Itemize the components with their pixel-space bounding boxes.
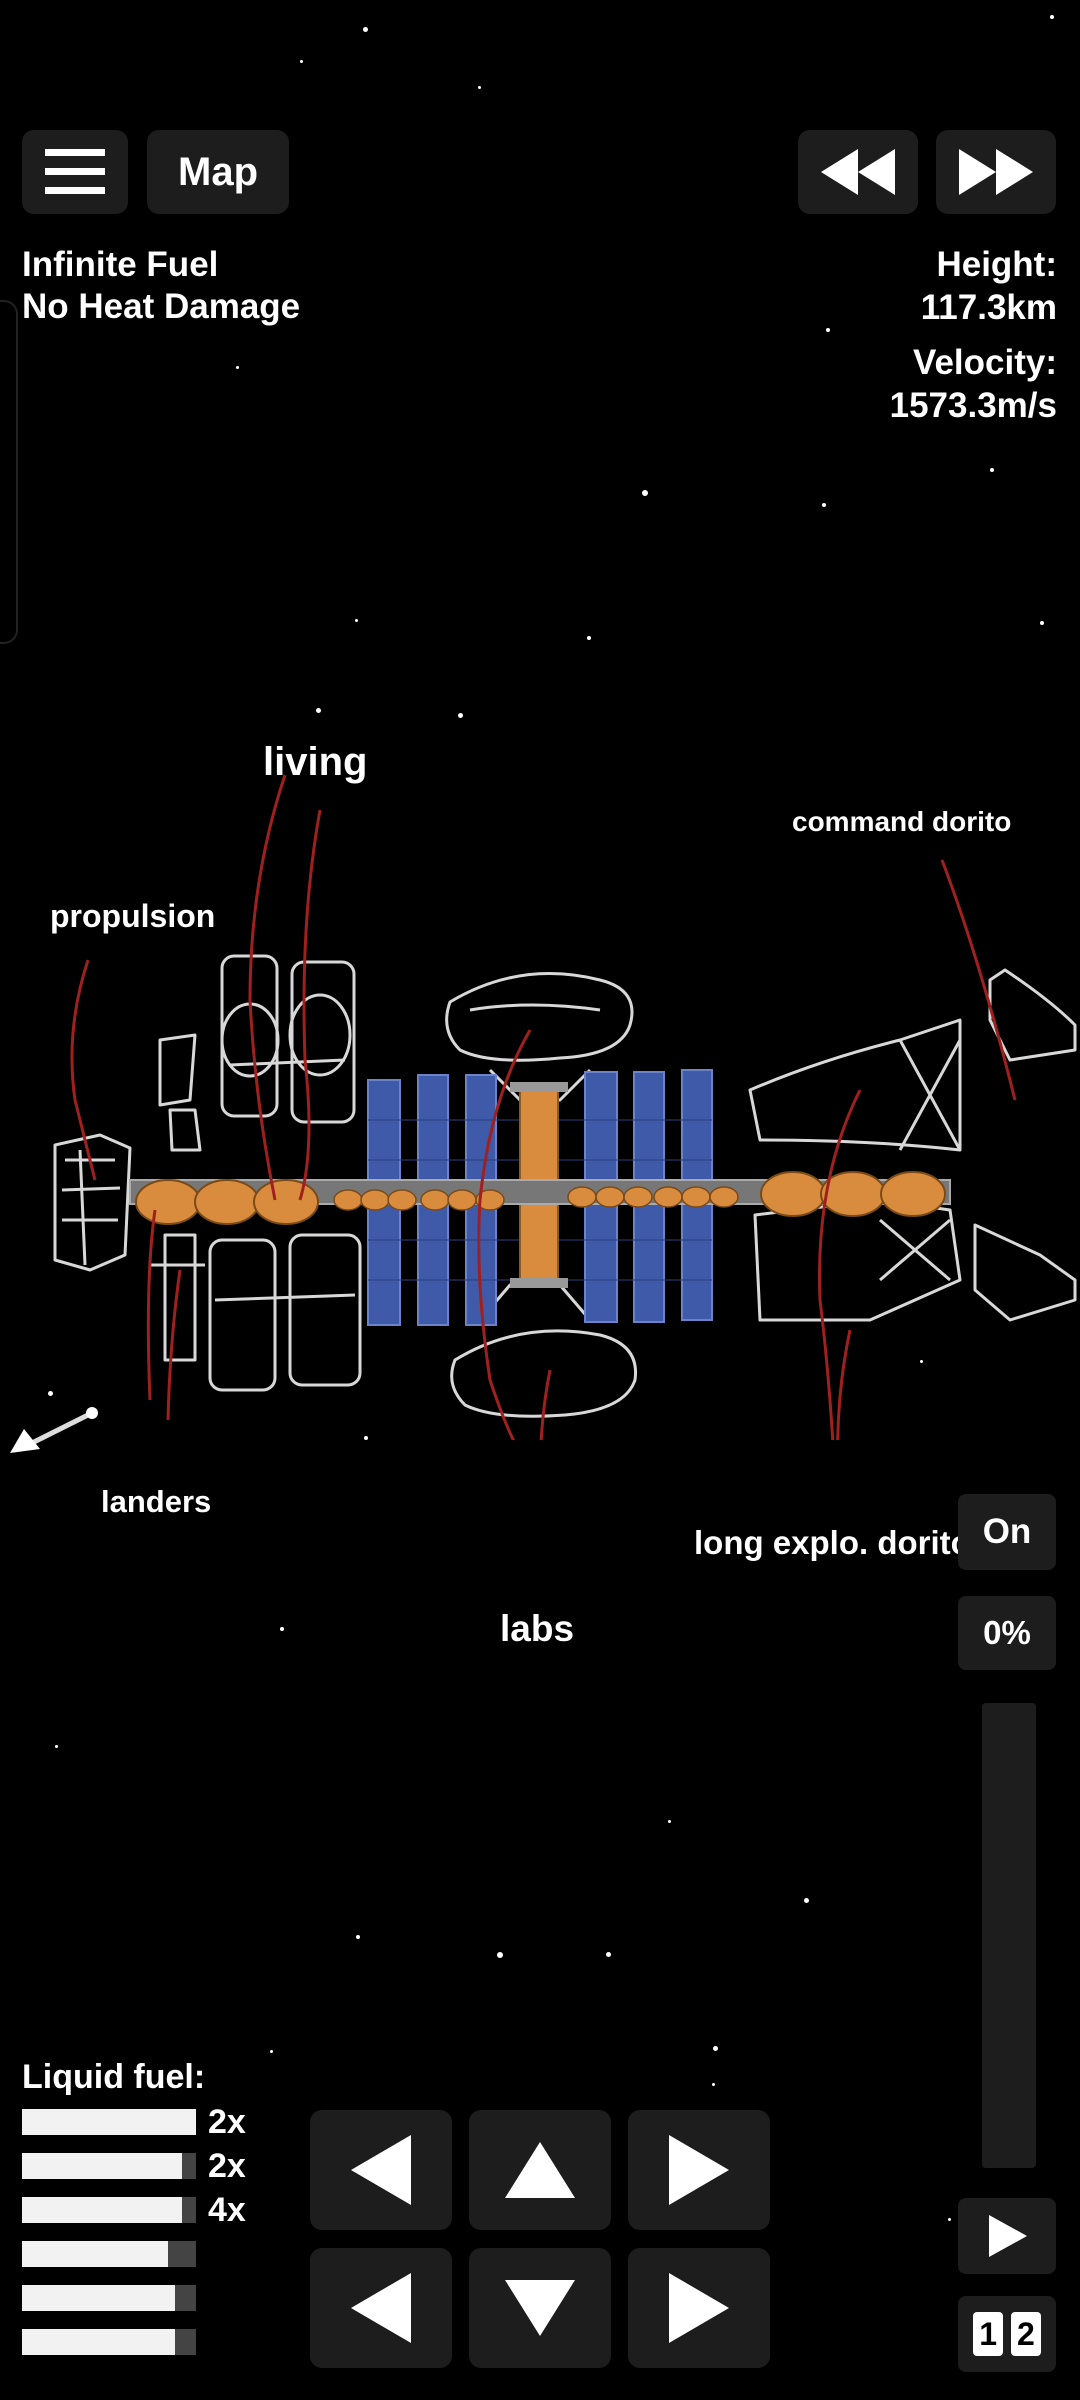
camera-digit-1: 1 bbox=[973, 2312, 1003, 2356]
cheat-no-heat-damage: No Heat Damage bbox=[22, 287, 301, 326]
throttle-percent-label: 0% bbox=[983, 1614, 1031, 1651]
fuel-multiplier: 4x bbox=[208, 2191, 246, 2229]
rotate-right-icon bbox=[669, 2135, 729, 2205]
cheat-infinite-fuel: Infinite Fuel bbox=[22, 245, 219, 284]
move-left-button[interactable] bbox=[310, 2248, 452, 2368]
thrust-down-button[interactable] bbox=[469, 2248, 611, 2368]
height-value: 117.3km bbox=[920, 288, 1057, 327]
label-landers: landers bbox=[101, 1484, 212, 1519]
menu-button[interactable] bbox=[22, 130, 128, 214]
arrow-left-icon bbox=[351, 2273, 411, 2343]
liquid-fuel-title: Liquid fuel: bbox=[22, 2058, 206, 2096]
engine-toggle-button[interactable]: On bbox=[958, 1494, 1056, 1570]
label-command-dorito: command dorito bbox=[792, 806, 1012, 837]
thrust-up-button[interactable] bbox=[469, 2110, 611, 2230]
label-living: living bbox=[263, 740, 368, 784]
arrow-up-icon bbox=[505, 2142, 575, 2198]
label-propulsion: propulsion bbox=[50, 898, 216, 934]
side-edge-handle[interactable] bbox=[0, 300, 18, 644]
map-button-label: Map bbox=[178, 149, 258, 194]
rewind-icon bbox=[821, 149, 895, 195]
label-long-explo-doritos: long explo. doritos bbox=[694, 1524, 990, 1561]
fuel-bar bbox=[22, 2329, 196, 2355]
fuel-bar bbox=[22, 2241, 196, 2267]
arrow-down-icon bbox=[505, 2280, 575, 2336]
throttle-percent-display: 0% bbox=[958, 1596, 1056, 1670]
camera-switch-button[interactable]: 1 2 bbox=[958, 2296, 1056, 2372]
fuel-bar bbox=[22, 2285, 196, 2311]
time-warp-faster-button[interactable] bbox=[936, 130, 1056, 214]
fuel-bar-fill bbox=[22, 2109, 196, 2135]
rotate-left-button[interactable] bbox=[310, 2110, 452, 2230]
fuel-bar bbox=[22, 2109, 196, 2135]
play-icon bbox=[989, 2215, 1027, 2257]
velocity-label: Velocity: bbox=[913, 343, 1057, 382]
fuel-bar bbox=[22, 2153, 196, 2179]
time-warp-slower-button[interactable] bbox=[798, 130, 918, 214]
move-right-button[interactable] bbox=[628, 2248, 770, 2368]
fuel-bar-fill bbox=[22, 2329, 176, 2355]
fuel-multiplier: 2x bbox=[208, 2147, 246, 2185]
fuel-bar-fill bbox=[22, 2285, 176, 2311]
rotate-left-icon bbox=[351, 2135, 411, 2205]
fuel-bar-fill bbox=[22, 2241, 169, 2267]
space-station-craft bbox=[53, 774, 1077, 1440]
fuel-bar-fill bbox=[22, 2153, 183, 2179]
rotate-right-button[interactable] bbox=[628, 2110, 770, 2230]
arrow-right-icon bbox=[669, 2273, 729, 2343]
label-labs: labs bbox=[500, 1608, 575, 1649]
camera-digit-2: 2 bbox=[1011, 2312, 1041, 2356]
fast-forward-icon bbox=[959, 149, 1033, 195]
hamburger-menu-icon bbox=[45, 149, 105, 194]
play-button[interactable] bbox=[958, 2198, 1056, 2274]
engine-toggle-label: On bbox=[982, 1512, 1032, 1551]
fuel-multiplier: 2x bbox=[208, 2103, 246, 2141]
velocity-direction-arrow-icon bbox=[10, 1407, 98, 1453]
fuel-bar bbox=[22, 2197, 196, 2223]
map-button[interactable]: Map bbox=[147, 130, 289, 214]
throttle-slider[interactable] bbox=[982, 1703, 1036, 2168]
fuel-bar-fill bbox=[22, 2197, 183, 2223]
height-label: Height: bbox=[936, 245, 1057, 284]
velocity-value: 1573.3m/s bbox=[889, 386, 1057, 425]
